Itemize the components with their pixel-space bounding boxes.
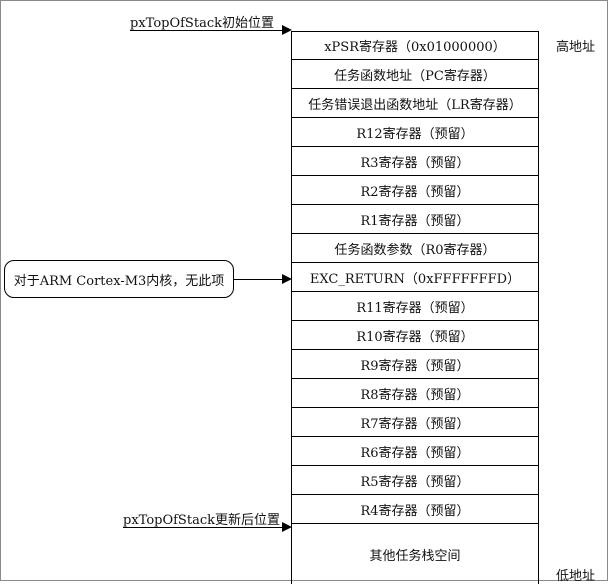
stack-cell-r4: R4寄存器（预留）	[291, 495, 539, 524]
initial-pointer-line	[130, 30, 282, 31]
low-address-label: 低地址	[556, 569, 596, 584]
stack-cell-r10: R10寄存器（预留）	[291, 321, 539, 350]
initial-pointer-label: pxTopOfStack初始位置	[130, 16, 274, 31]
stack-cell-r7: R7寄存器（预留）	[291, 408, 539, 437]
stack-cell-free-space: 其他任务栈空间	[291, 524, 539, 584]
note-text: 对于ARM Cortex-M3内核，无此项	[13, 273, 225, 289]
stack-cell-r0: 任务函数参数（R0寄存器）	[291, 234, 539, 263]
note-box: 对于ARM Cortex-M3内核，无此项	[4, 260, 234, 298]
stack-cell-r12: R12寄存器（预留）	[291, 118, 539, 147]
stack-cell-pc: 任务函数地址（PC寄存器）	[291, 60, 539, 89]
high-address-label: 高地址	[556, 40, 596, 55]
updated-pointer-arrow	[282, 522, 292, 532]
task-stack: xPSR寄存器（0x01000000） 任务函数地址（PC寄存器） 任务错误退出…	[291, 31, 539, 584]
stack-cell-r8: R8寄存器（预留）	[291, 379, 539, 408]
updated-pointer-line	[123, 527, 282, 528]
stack-cell-exc-return: EXC_RETURN（0xFFFFFFFD）	[291, 263, 539, 292]
stack-cell-r3: R3寄存器（预留）	[291, 147, 539, 176]
stack-cell-r9: R9寄存器（预留）	[291, 350, 539, 379]
stack-cell-r5: R5寄存器（预留）	[291, 466, 539, 495]
stack-cell-r2: R2寄存器（预留）	[291, 176, 539, 205]
stack-cell-r11: R11寄存器（预留）	[291, 292, 539, 321]
stack-cell-r6: R6寄存器（预留）	[291, 437, 539, 466]
updated-pointer-label: pxTopOfStack更新后位置	[123, 513, 280, 528]
note-pointer-arrow	[282, 274, 292, 284]
stack-cell-xpsr: xPSR寄存器（0x01000000）	[291, 31, 539, 60]
stack-cell-r1: R1寄存器（预留）	[291, 205, 539, 234]
stack-cell-lr: 任务错误退出函数地址（LR寄存器）	[291, 89, 539, 118]
note-pointer-line	[234, 279, 282, 280]
initial-pointer-arrow	[282, 25, 292, 35]
